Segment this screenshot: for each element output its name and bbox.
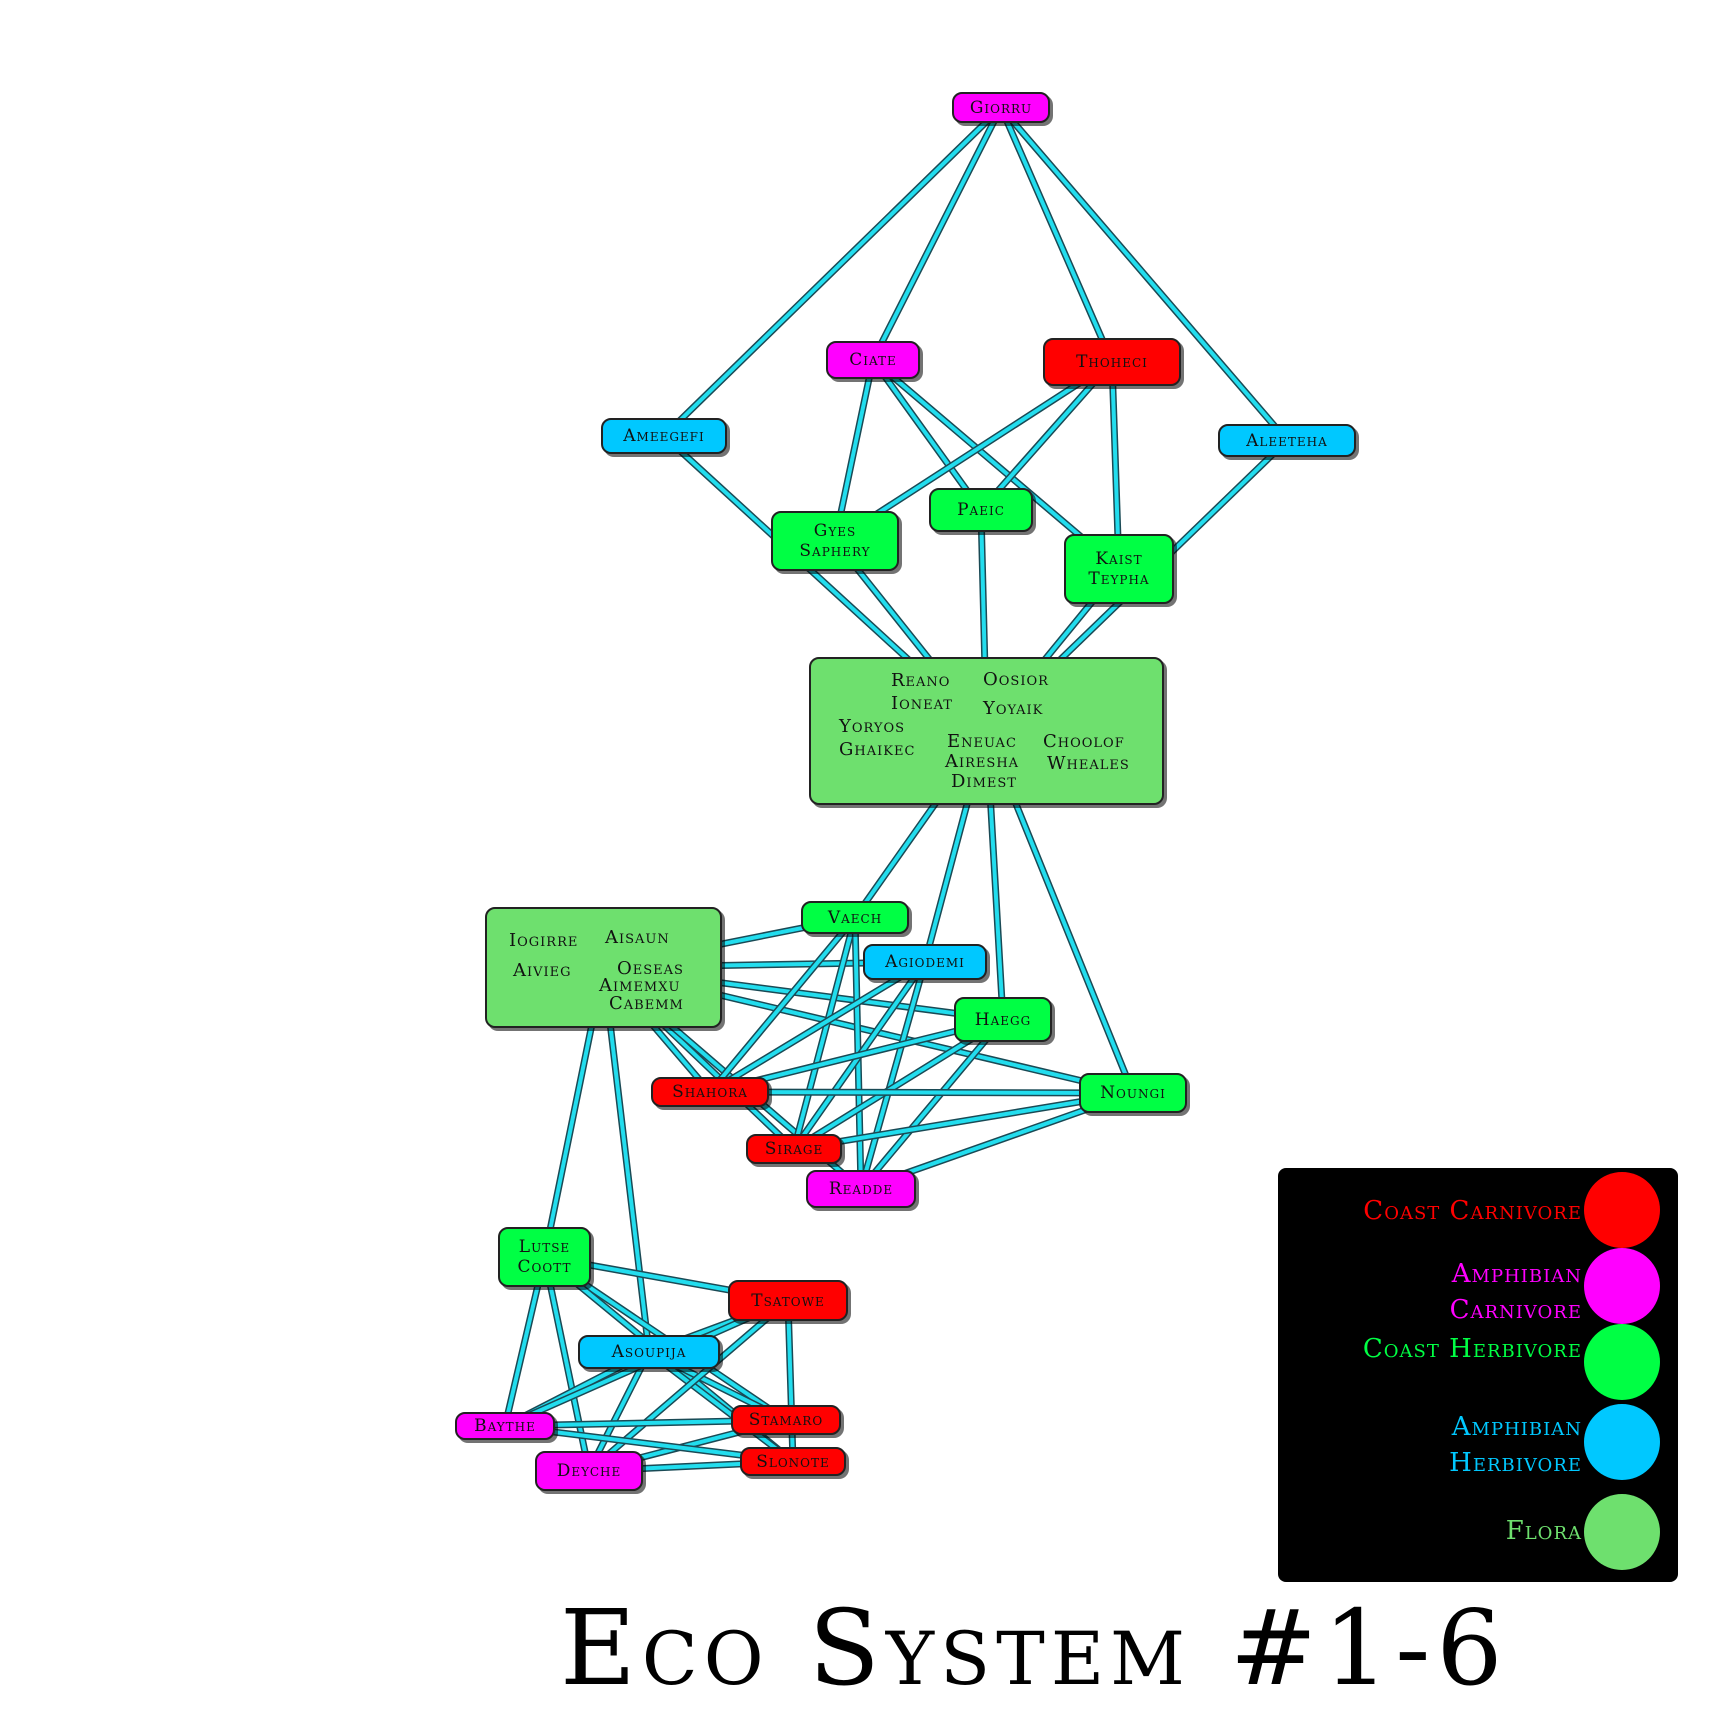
flora-block-secondary[interactable]: Iogirre Aisaun Aivieg Oeseas Aimemxu Cab… <box>485 907 722 1028</box>
node-sirage[interactable]: Sirage <box>746 1134 842 1164</box>
edge-giorru-thoheci <box>999 105 1114 364</box>
node-slonote[interactable]: Slonote <box>740 1447 846 1476</box>
node-paeic[interactable]: Paeic <box>929 488 1033 532</box>
legend-label-amphibian-herbivore: Amphibian Herbivore <box>1449 1409 1582 1481</box>
node-label: Shahora <box>672 1082 748 1102</box>
node-label: Ameegefi <box>623 426 705 446</box>
edge-agiodemi-shahora <box>708 960 927 1094</box>
flora-eneuac: Eneuac <box>947 731 1017 752</box>
node-label: Giorru <box>969 97 1033 118</box>
node-label: Stamaro <box>748 1410 824 1430</box>
edge-giorru-ciate <box>871 105 1003 362</box>
edge-haegg-readde <box>859 1017 1005 1191</box>
legend-label-coast-carnivore: Coast Carnivore <box>1363 1196 1582 1226</box>
flora-reano: Reano <box>891 670 951 691</box>
node-label: Tsatowe <box>751 1290 825 1311</box>
flora-yoryos: Yoryos <box>839 716 906 737</box>
node-label: Asoupija <box>611 1342 687 1362</box>
node-label: Noungi <box>1100 1083 1166 1103</box>
edge-giorru-aleeteha <box>999 105 1289 443</box>
flora-aisaun: Aisaun <box>605 927 670 948</box>
flora-yoyaik: Yoyaik <box>983 698 1044 719</box>
flora-choolof: Choolof <box>1043 731 1125 752</box>
node-label: Haegg <box>974 1009 1032 1030</box>
legend-swatch-amphibian-herbivore <box>1584 1404 1660 1480</box>
edge-noungi-sirage <box>792 1091 1135 1151</box>
legend-line: Carnivore <box>1449 1295 1582 1325</box>
node-label: Coott <box>517 1257 572 1277</box>
node-shahora[interactable]: Shahora <box>651 1077 769 1107</box>
node-label: Teypha <box>1088 569 1150 589</box>
node-aleeteha[interactable]: Aleeteha <box>1218 424 1356 457</box>
legend-swatch-amphibian-carnivore <box>1584 1248 1660 1324</box>
node-asoupija[interactable]: Asoupija <box>578 1335 720 1369</box>
flora-airesha: Airesha <box>945 751 1020 772</box>
flora-wheales: Wheales <box>1047 753 1130 774</box>
edge-thoheci-paeic <box>979 360 1114 512</box>
node-noungi[interactable]: Noungi <box>1079 1073 1187 1113</box>
node-label: Readde <box>828 1179 894 1199</box>
node-label: Gyes <box>813 521 857 541</box>
edge-asoupija-slonote <box>647 1350 795 1464</box>
node-readde[interactable]: Readde <box>806 1170 916 1208</box>
flora-ioneat: Ioneat <box>891 693 953 714</box>
node-ameegefi[interactable]: Ameegefi <box>601 418 727 454</box>
node-deyche[interactable]: Deyche <box>535 1451 643 1491</box>
legend-line: Amphibian <box>1451 1412 1582 1442</box>
node-label: Aleeteha <box>1246 430 1328 451</box>
edge-ciate-paeic <box>871 358 983 512</box>
flora-aivieg: Aivieg <box>513 960 572 981</box>
edge-vaech-shahora <box>708 915 857 1094</box>
diagram-title: Eco System #1-6 <box>560 1587 1509 1709</box>
node-label: Baythe <box>474 1416 536 1436</box>
node-baythe[interactable]: Baythe <box>455 1412 555 1440</box>
flora-dimest: Dimest <box>951 771 1017 792</box>
legend: Coast Carnivore Amphibian Carnivore Coas… <box>1278 1168 1678 1582</box>
flora-ghaikec: Ghaikec <box>839 739 916 760</box>
flora-aimemxu: Aimemxu <box>599 975 681 996</box>
edge-vaech-sirage <box>792 915 857 1151</box>
node-label: Agiodemi <box>885 952 965 972</box>
node-thoheci[interactable]: Thoheci <box>1043 338 1181 386</box>
flora-block-main[interactable]: Reano Oosior Ioneat Yoyaik Yoryos Ghaike… <box>809 657 1164 805</box>
legend-swatch-flora <box>1584 1494 1660 1570</box>
legend-label-flora: Flora <box>1505 1516 1582 1546</box>
node-label: Deyche <box>556 1461 622 1481</box>
legend-label-coast-herbivore: Coast Herbivore <box>1362 1334 1582 1364</box>
node-vaech[interactable]: Vaech <box>801 901 909 934</box>
edge-agiodemi-readde <box>859 960 927 1191</box>
node-haegg[interactable]: Haegg <box>954 997 1052 1042</box>
node-label: Slonote <box>756 1451 830 1472</box>
node-label: Sirage <box>764 1139 824 1159</box>
legend-swatch-coast-carnivore <box>1584 1172 1660 1248</box>
edge-flora2-asoupija <box>601 965 651 1354</box>
edge-noungi-shahora <box>708 1090 1135 1095</box>
node-label: Paeic <box>957 500 1005 520</box>
edge-giorru-ameegefi <box>662 105 1003 438</box>
node-label: Lutse <box>518 1237 571 1257</box>
flora-oeseas: Oeseas <box>617 958 684 979</box>
legend-swatch-coast-herbivore <box>1584 1324 1660 1400</box>
node-ciate[interactable]: Ciate <box>826 341 920 379</box>
legend-label-amphibian-carnivore: Amphibian Carnivore <box>1450 1256 1582 1328</box>
node-label: Ciate <box>849 350 897 370</box>
legend-line: Herbivore <box>1449 1448 1582 1478</box>
node-label: Vaech <box>827 907 883 928</box>
flora-iogirre: Iogirre <box>509 930 579 951</box>
flora-oosior: Oosior <box>983 669 1049 690</box>
node-label: Kaist <box>1095 549 1143 569</box>
node-giorru[interactable]: Giorru <box>952 92 1050 123</box>
edge-ciate-gyes <box>833 358 875 543</box>
node-label: Thoheci <box>1076 352 1148 372</box>
node-agiodemi[interactable]: Agiodemi <box>863 944 987 980</box>
legend-line: Amphibian <box>1451 1259 1582 1289</box>
flora-cabemm: Cabemm <box>609 993 684 1014</box>
node-label: Saphery <box>799 541 871 561</box>
node-stamaro[interactable]: Stamaro <box>731 1405 841 1435</box>
node-tsatowe[interactable]: Tsatowe <box>728 1280 848 1321</box>
